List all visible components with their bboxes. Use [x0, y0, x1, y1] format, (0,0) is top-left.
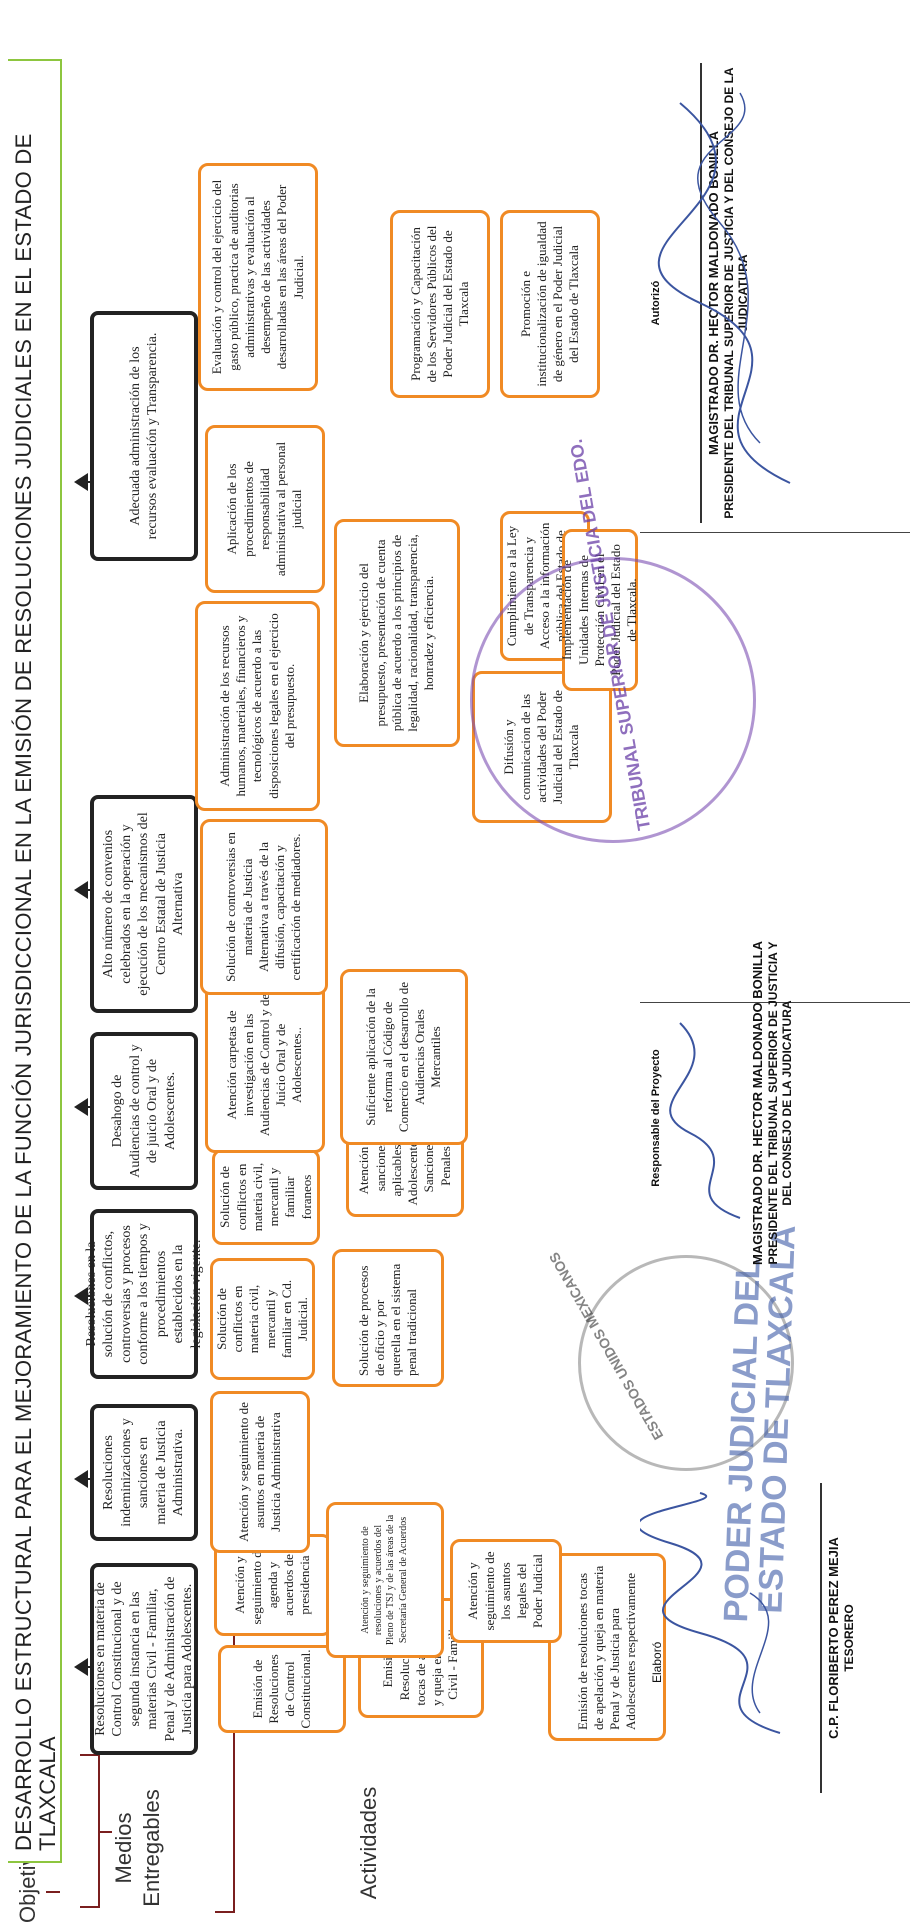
- signature-role: PRESIDENTE DEL TRIBUNAL SUPERIOR DE JUST…: [766, 941, 795, 1265]
- activity-box: Aplicación de los procedimientos de resp…: [205, 425, 325, 593]
- activity-box: Atención y seguimiento de los asuntos le…: [450, 1539, 562, 1643]
- signature-name: C.P. FLORIBERTO PEREZ MEJIA: [826, 1537, 841, 1739]
- objective-box: DESARROLLO ESTRUCTURAL PARA EL MEJORAMIE…: [8, 59, 62, 1863]
- activity-box: Solución de procesos de oficio y por que…: [332, 1249, 444, 1387]
- signature-scribble: [657, 92, 791, 484]
- row-label-objective: Objetivo: [15, 1842, 40, 1923]
- signature-line: [820, 1483, 822, 1793]
- activity-box: Evaluación y control del ejercicio del g…: [198, 163, 318, 391]
- activity-box: Solución de controversias en materia de …: [200, 819, 328, 995]
- signature-divider: [640, 532, 910, 533]
- activity-box: Promoción e institucionalización de igua…: [500, 210, 600, 398]
- deliverable-box: Desahogo de Audiencias de control y de j…: [90, 1032, 198, 1190]
- activity-box: Solución de conflictos en materia civil,…: [212, 1149, 320, 1245]
- activity-box: Programación y Capacitación de los Servi…: [390, 210, 490, 398]
- signature-name-elaboro: C.P. FLORIBERTO PEREZ MEJIA TESORERO: [826, 1483, 856, 1793]
- activity-box: Elaboración y ejercicio del presupuesto,…: [334, 519, 460, 747]
- activity-box: Atención y seguimiento de resoluciones y…: [326, 1502, 444, 1658]
- deliverable-box: Alto número de convenios celebrados en l…: [90, 795, 198, 1013]
- signature-scribble: [640, 1492, 781, 1734]
- deliverable-box: Resoluciones en la solución de conflicto…: [84, 1209, 204, 1379]
- signature-scribble: [669, 1022, 741, 1219]
- signature-role: TESORERO: [842, 1604, 857, 1672]
- deliverable-box: Resoluciones en materia de Control Const…: [90, 1563, 198, 1755]
- row-label-medios: Medios Entregables: [111, 1789, 164, 1907]
- activity-box: Solución de conflictos en materia civil,…: [210, 1258, 315, 1380]
- objective-text: DESARROLLO ESTRUCTURAL PARA EL MEJORAMIE…: [11, 133, 61, 1851]
- activity-box: Atención carpetas de investigación en la…: [205, 977, 325, 1153]
- activity-box: Suficiente aplicación de la reforma al C…: [340, 969, 468, 1145]
- activity-box: Emisión de Resoluciones de Control Const…: [218, 1645, 346, 1733]
- activity-box: Atención y seguimiento de asuntos en mat…: [210, 1391, 310, 1553]
- deliverable-box: Resoluciones indeminizaciones y sancione…: [90, 1404, 198, 1541]
- row-label-actividades: Actividades: [356, 1786, 381, 1900]
- medios-bracket: [80, 1754, 100, 1908]
- deliverable-box: Adecuada administración de los recursos …: [90, 311, 198, 561]
- activity-box: Administración de los recursos humanos, …: [195, 601, 320, 811]
